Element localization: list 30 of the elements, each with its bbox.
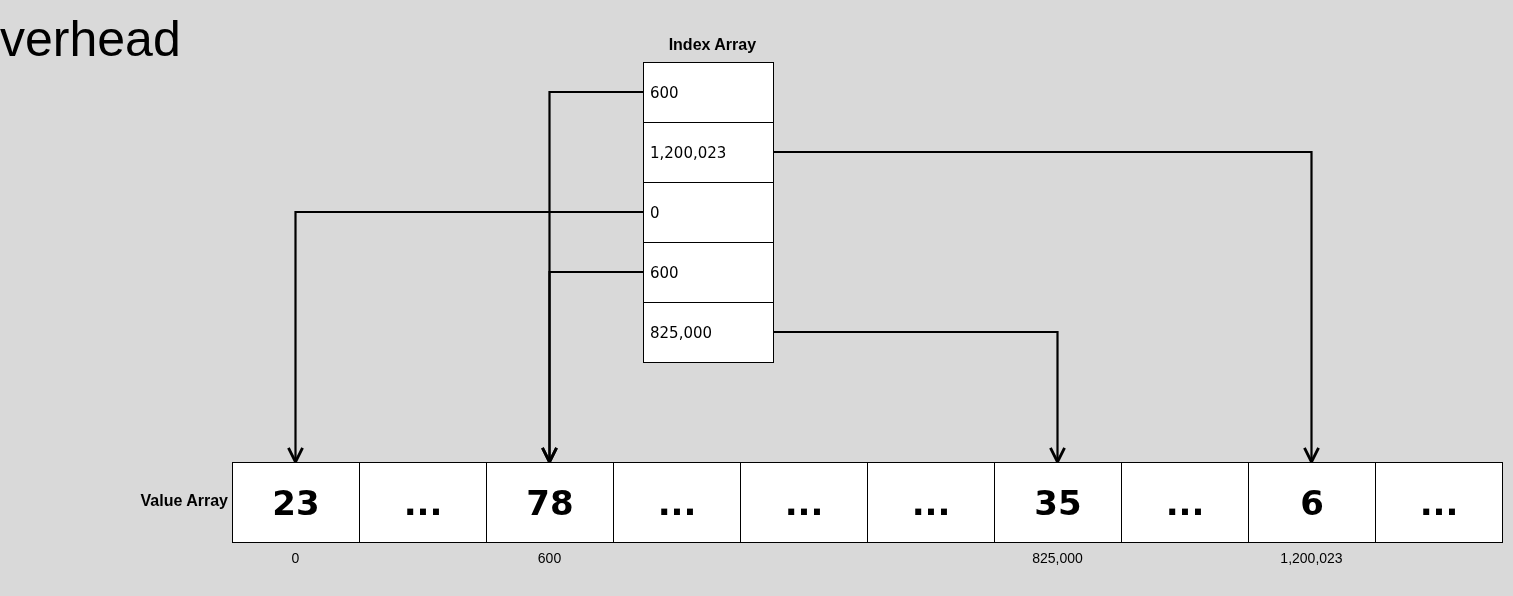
cell-index: 825,000 <box>650 323 713 342</box>
cell-value: ... <box>403 482 443 523</box>
cell-value: 78 <box>526 482 574 523</box>
index-label: 1,200,023 <box>1280 550 1343 566</box>
cell-index: 600 <box>650 263 679 282</box>
cell-value: 35 <box>1034 482 1082 523</box>
cell-value: ... <box>1419 482 1459 523</box>
arrow <box>773 330 1066 464</box>
array-heading: Index Array <box>668 36 757 54</box>
cell-value: ... <box>657 482 697 523</box>
cell-value: ... <box>1165 482 1205 523</box>
cell-index: 0 <box>650 203 660 222</box>
array-cell <box>1375 462 1503 543</box>
cell-value: ... <box>911 482 951 523</box>
array-cell <box>643 302 774 363</box>
cell-index: 600 <box>650 83 679 102</box>
arrow <box>773 150 1320 464</box>
index-label: 600 <box>537 550 562 566</box>
cell-value: 23 <box>272 482 320 523</box>
index-label: 0 <box>291 550 300 566</box>
arrow <box>287 210 643 464</box>
cell-value: ... <box>784 482 824 523</box>
cell-value: 6 <box>1300 482 1324 523</box>
array-heading: Value Array <box>140 492 228 510</box>
cell-index: 1,200,023 <box>650 143 727 162</box>
array-frame <box>643 62 773 362</box>
index-label: 825,000 <box>1032 550 1083 566</box>
arrow <box>541 270 643 464</box>
title-fragment: verhead <box>0 10 181 68</box>
array-frame <box>232 462 1502 542</box>
